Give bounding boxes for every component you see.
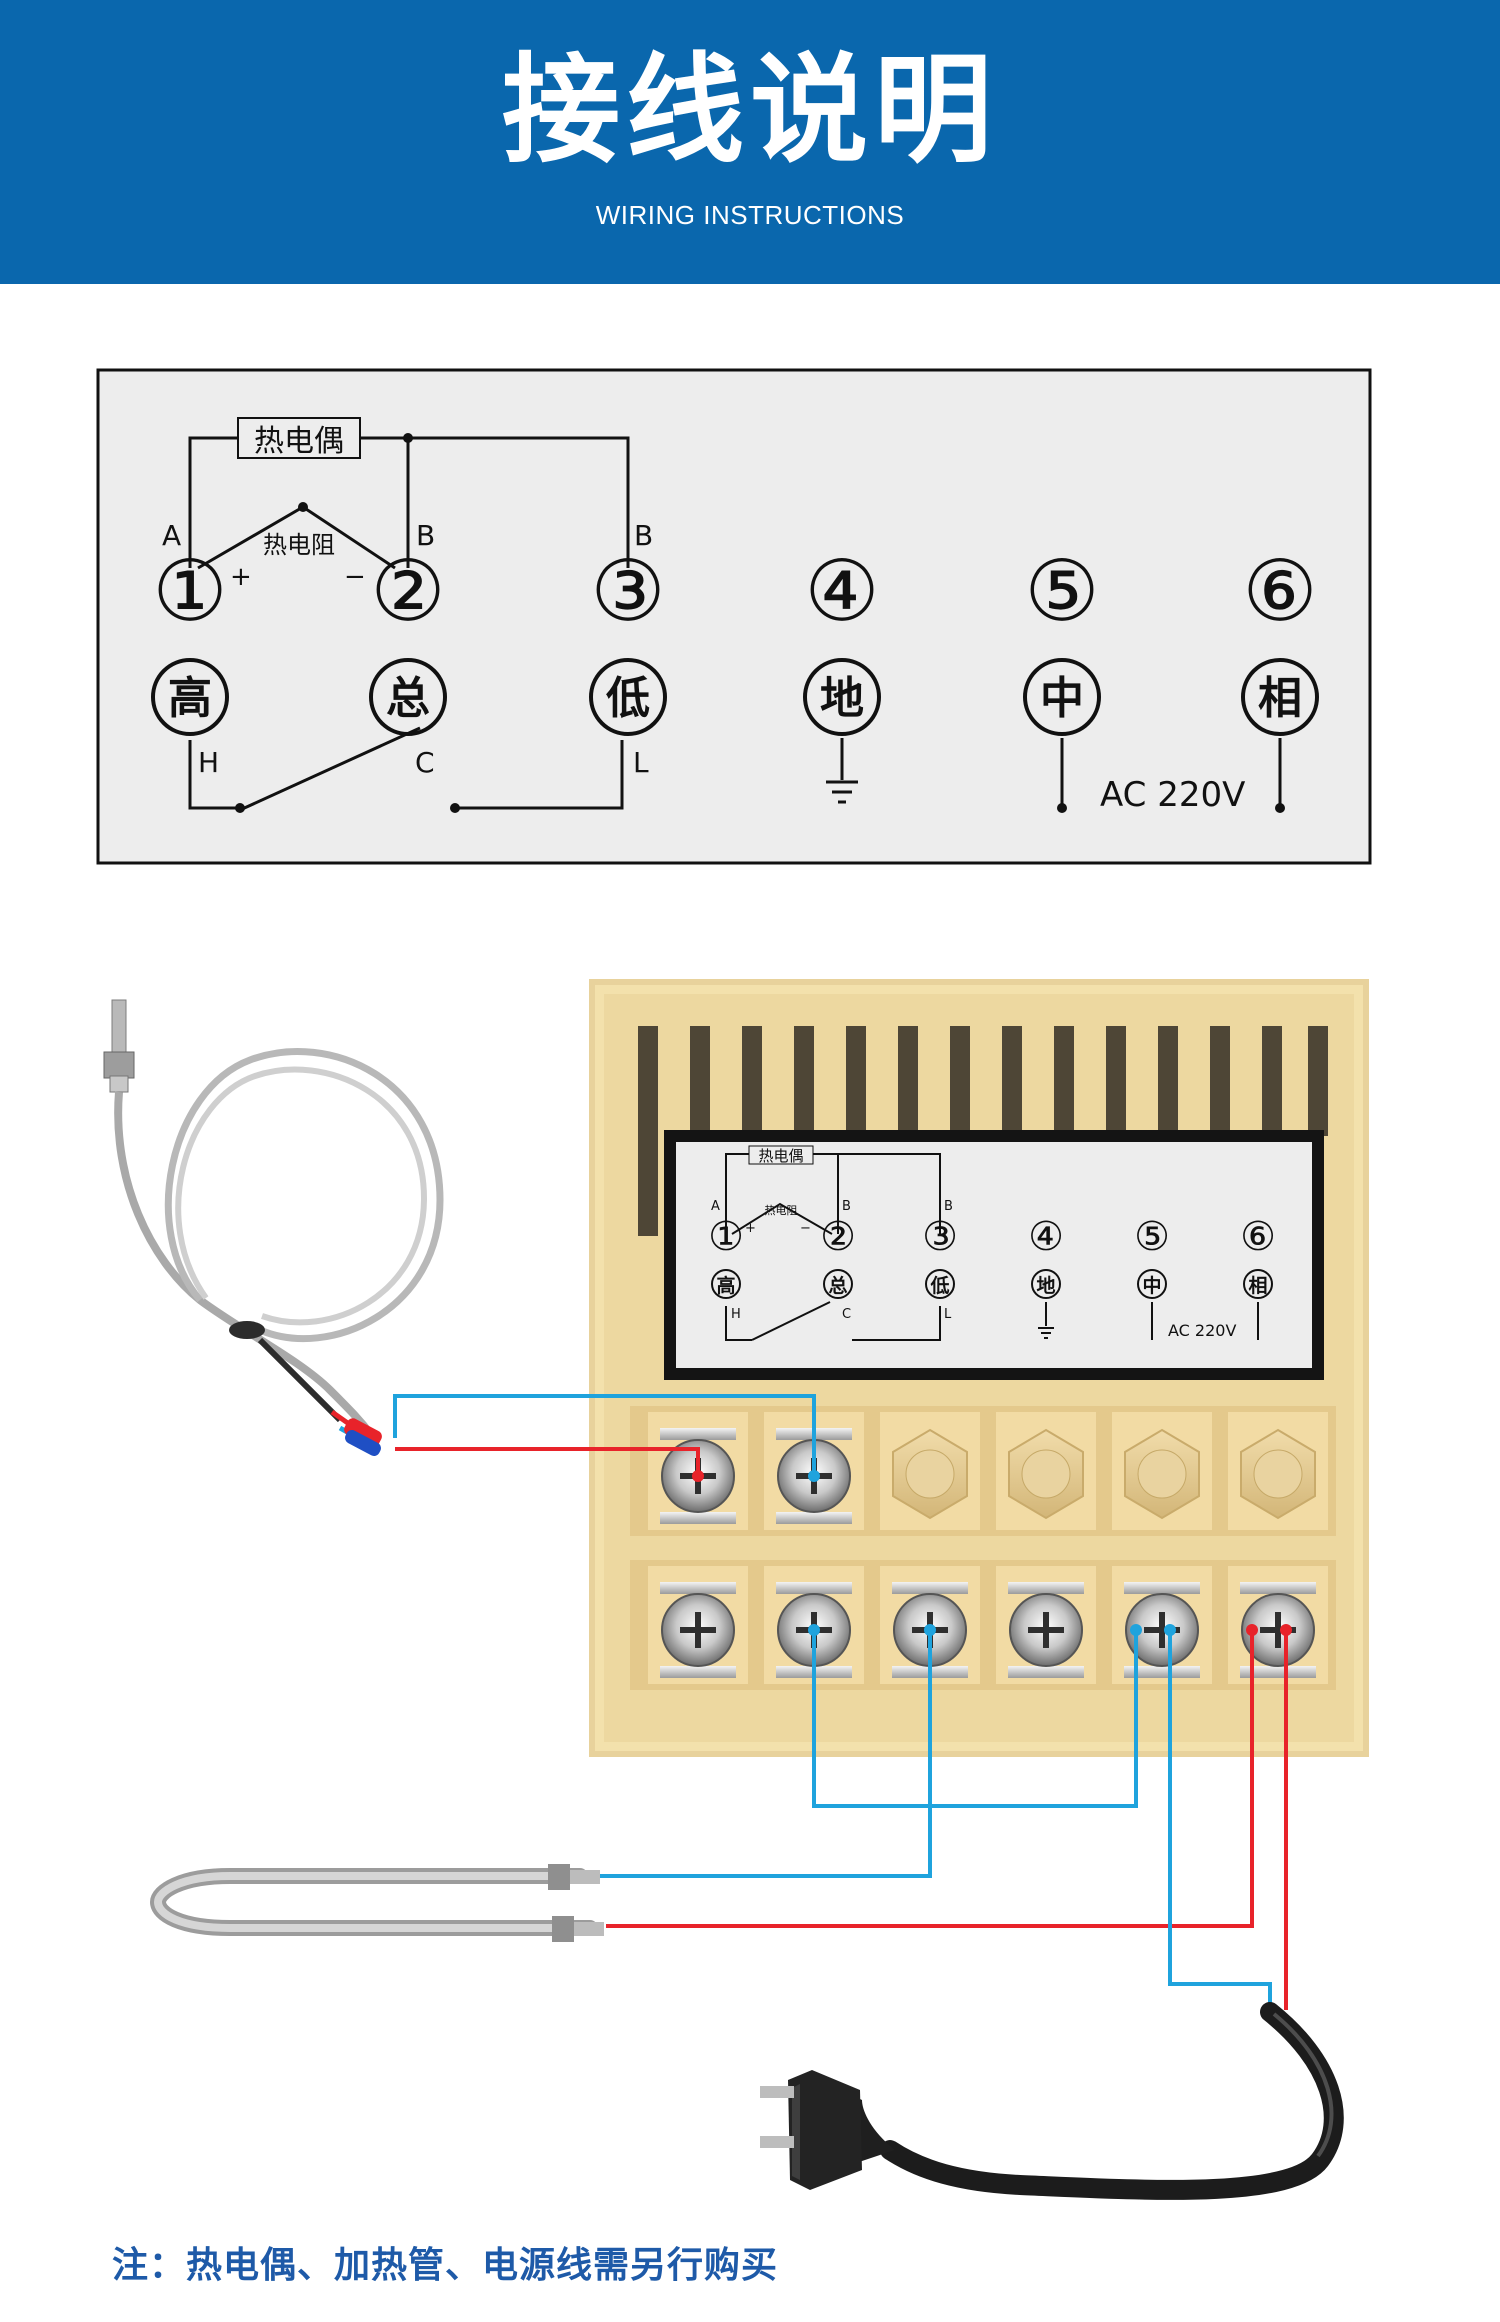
mini-terminal-function-2: 总	[828, 1274, 847, 1297]
mini-terminal-number-4: ④	[1028, 1214, 1064, 1260]
vent-slots	[638, 1026, 1328, 1236]
mini-terminal-number-5: ⑤	[1134, 1214, 1170, 1260]
hex-terminal-icon	[1228, 1412, 1328, 1530]
screw-terminal-icon[interactable]	[648, 1412, 748, 1530]
mini-terminal-function-4: 地	[1036, 1274, 1055, 1297]
schematic-panel: 热电偶 热电阻 A B B + − ① ② ③ ④ ⑤ ⑥ 高 总 低 地 中 …	[96, 368, 1372, 865]
mini-power-label: AC 220V	[1168, 1321, 1236, 1340]
terminal-function-3: 低	[606, 673, 650, 724]
screw-terminal-icon[interactable]	[1228, 1566, 1328, 1684]
terminal-number-4: ④	[804, 542, 879, 640]
pin-letter-h: H	[198, 746, 219, 779]
wire-contact-dots	[692, 1470, 1292, 1636]
terminal-function-1: 高	[168, 673, 212, 724]
mini-pin-a: A	[711, 1199, 720, 1214]
pin-letter-c: C	[415, 746, 435, 779]
terminal-number-5: ⑤	[1024, 542, 1099, 640]
mini-terminal-function-3: 低	[929, 1274, 949, 1297]
terminal-number-6: ⑥	[1242, 542, 1317, 640]
mini-terminal-number-6: ⑥	[1240, 1214, 1276, 1260]
terminal-function-5: 中	[1040, 673, 1084, 724]
mini-terminal-number-3: ③	[922, 1214, 958, 1260]
wiring-lines	[393, 1394, 1288, 2010]
terminal-row-top	[630, 1406, 1336, 1536]
pin-letter-b3: B	[634, 519, 653, 552]
screw-terminal-icon[interactable]	[1112, 1566, 1212, 1684]
pin-letter-l: L	[633, 746, 649, 779]
terminal-number-1: ①	[152, 542, 227, 640]
terminal-number-3: ③	[590, 542, 665, 640]
terminal-function-2: 总	[386, 673, 430, 724]
heating-element	[149, 1864, 604, 1942]
mini-terminal-function-6: 相	[1248, 1275, 1267, 1297]
mini-ground-icon	[1038, 1327, 1054, 1339]
mini-rtd-label: 热电阻	[765, 1204, 798, 1217]
header-banner: 接线说明 WIRING INSTRUCTIONS	[0, 0, 1500, 284]
mini-terminal-number-2: ②	[820, 1214, 856, 1260]
terminal-row-bottom	[630, 1560, 1336, 1690]
page-title: 接线说明	[501, 41, 998, 179]
minus-sign: −	[344, 562, 366, 592]
terminal-function-4: 地	[820, 673, 864, 724]
terminal-number-2: ②	[370, 542, 445, 640]
plus-sign: +	[230, 562, 252, 592]
mini-thermocouple-label: 热电偶	[758, 1147, 803, 1165]
thermocouple-label: 热电偶	[254, 424, 344, 459]
ground-icon	[826, 780, 858, 804]
page-subtitle: WIRING INSTRUCTIONS	[595, 200, 905, 230]
pin-letter-a: A	[162, 519, 181, 552]
hex-terminal-icon	[1112, 1412, 1212, 1530]
screw-terminal-icon[interactable]	[996, 1566, 1096, 1684]
mini-pin-b3: B	[944, 1199, 953, 1214]
purchase-note: 注：热电偶、加热管、电源线需另行购买	[112, 2245, 779, 2286]
screw-terminal-icon[interactable]	[648, 1566, 748, 1684]
mini-minus-sign: −	[800, 1221, 811, 1236]
hex-terminal-icon	[880, 1412, 980, 1530]
terminal-function-6: 相	[1258, 673, 1302, 724]
power-label: AC 220V	[1100, 775, 1245, 815]
pin-letter-b: B	[416, 519, 435, 552]
mini-pin-b: B	[842, 1199, 851, 1214]
mini-terminal-number-1: ①	[708, 1214, 744, 1260]
power-plug	[760, 2002, 1344, 2200]
hex-terminal-icon	[996, 1412, 1096, 1530]
rtd-label: 热电阻	[263, 531, 335, 559]
mini-terminal-function-5: 中	[1142, 1274, 1161, 1297]
thermocouple-probe	[103, 999, 444, 1456]
mini-pin-h: H	[731, 1307, 741, 1322]
mini-pin-l: L	[944, 1307, 952, 1322]
mini-terminal-function-1: 高	[716, 1274, 735, 1297]
mini-plus-sign: +	[745, 1221, 756, 1236]
mini-pin-c: C	[842, 1307, 851, 1322]
controller-housing: 热电偶 热电阻 A B B + − ① ② ③ ④ ⑤ ⑥ 高 总 低 地 中 …	[589, 979, 1369, 1757]
